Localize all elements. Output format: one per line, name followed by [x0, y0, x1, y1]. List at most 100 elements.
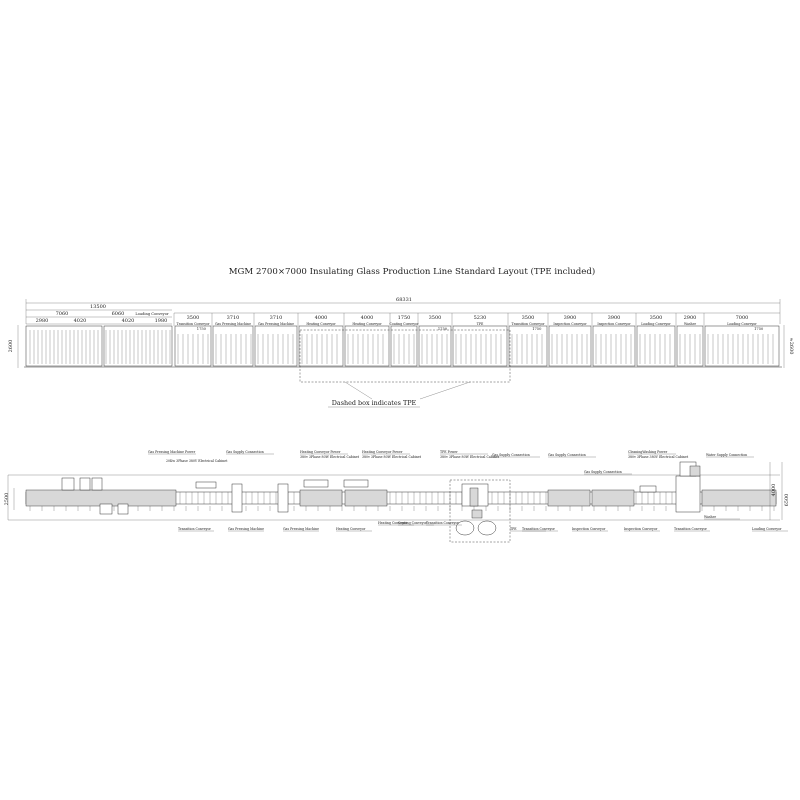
segment-width-dim: 7000 — [736, 315, 749, 321]
segment-width-dim: 5230 — [474, 315, 487, 321]
height-dim-left: 2600 — [8, 340, 14, 353]
plan-washer-cabinet — [639, 485, 657, 493]
elevation-segment — [452, 325, 508, 367]
height-dim-right: ≈2600 — [788, 338, 794, 355]
plan-dim-right-b: 6500 — [784, 494, 790, 507]
elevation-segment — [508, 325, 548, 367]
segment-width-dim: 3500 — [429, 315, 442, 321]
segment-width-dim: 3710 — [227, 315, 240, 321]
segment-width-dim: 3900 — [608, 315, 621, 321]
plan-inspection-conveyor-1 — [547, 489, 591, 507]
loading-conveyor-left-1 — [25, 325, 103, 367]
plan-top-sublabel: 380v 3Phase 380V Electrical Cabinet — [628, 455, 689, 459]
plan-bottom-label: Gas Pressing Machine — [228, 527, 264, 531]
segment-name-label: Washer — [684, 322, 696, 326]
plan-bottom-label: Gas Pressing Machine — [283, 527, 319, 531]
plan-top-label: Water Supply Connection — [706, 453, 747, 457]
plan-heating-cabinet-1 — [303, 479, 329, 488]
plan-bottom-label: Inspection Conveyor — [572, 527, 606, 531]
plan-bottom-label: Coating Conveyor — [398, 521, 427, 525]
plan-washer — [675, 475, 701, 513]
elevation-segment — [548, 325, 592, 367]
left-sub2-dim-3: 4020 — [122, 318, 135, 324]
plan-bottom-label: Loading Conveyor — [752, 527, 782, 531]
elevation-segment — [212, 325, 254, 367]
plan-top-label: Gas Supply Connection — [492, 453, 530, 457]
plan-top-label: Heating Conveyor Power — [300, 450, 341, 454]
plan-top-label: TPE Power — [440, 450, 458, 454]
plan-machine-block-2 — [79, 477, 91, 491]
plan-top-sublabel: 380v 3Phase 80W Electrical Cabinet — [362, 455, 422, 459]
plan-machine-block-1 — [61, 477, 75, 491]
plan-gas-power-cabinet — [195, 481, 217, 489]
plan-top-label: Gas Supply Connection — [548, 453, 586, 457]
plan-top-label: CleaningWashing Power — [628, 450, 668, 454]
segment-name-label: Inspection Conveyor — [553, 322, 587, 326]
left-sub-dim-2: 6060 — [112, 311, 125, 317]
left-sub2-dim-4: 1980 — [155, 318, 168, 324]
plan-bottom-label: Inspection Conveyor — [624, 527, 658, 531]
plan-dim-left: 2500 — [4, 493, 10, 506]
plan-gas-press-1 — [231, 483, 243, 513]
plan-top-label: Gas Supply Connection — [226, 450, 264, 454]
plan-machine-block-3 — [91, 477, 103, 491]
plan-tpe-head — [469, 487, 479, 507]
segment-name-label: Loading Conveyor — [727, 322, 757, 326]
left-group-dim: 13500 — [90, 304, 106, 310]
segment-sub-dim: 1750 — [532, 327, 542, 331]
plan-heating-cabinet-2 — [343, 479, 369, 488]
elevation-segment — [254, 325, 298, 367]
plan-bottom-label: TPE — [510, 527, 517, 531]
plan-bottom-label: Washer — [704, 515, 716, 519]
segment-sub-dim: 1750 — [438, 327, 448, 331]
segment-sub-dim: 1750 — [754, 327, 764, 331]
elevation-segment — [298, 325, 344, 367]
plan-top-sublabel: 380v 3Phase 80W Electrical Cabinet — [440, 455, 500, 459]
segment-name-label: Heating Conveyor — [306, 322, 336, 326]
segment-name-label: Gas Pressing Machine — [258, 322, 294, 326]
elevation-segment — [704, 325, 780, 367]
segment-name-label: Inspection Conveyor — [597, 322, 631, 326]
plan-top-label: Gas Supply Connection — [584, 470, 622, 474]
plan-tpe-drum-1 — [455, 520, 475, 536]
plan-power-sublabel: 20Kw 3Phase 380V Electrical Cabinet — [166, 459, 228, 463]
plan-view: 2500 4000 6500 Gas Pressing Machine Powe… — [4, 450, 790, 543]
elevation-segment — [636, 325, 676, 367]
segment-name-label: Heating Conveyor — [352, 322, 382, 326]
elevation-segment — [592, 325, 636, 367]
segment-name-label: Transition Conveyor — [177, 322, 210, 326]
plan-top-sublabel: 380v 3Phase 80W Electrical Cabinet — [300, 455, 360, 459]
segment-name-label: Gas Pressing Machine — [215, 322, 251, 326]
segment-width-dim: 3500 — [187, 315, 200, 321]
plan-bottom-label: Transition Conveyor — [178, 527, 211, 531]
segment-width-dim: 3710 — [270, 315, 283, 321]
left-sub2-dim-2: 4020 — [74, 318, 87, 324]
segment-name-label: Loading Conveyor — [641, 322, 671, 326]
plan-gas-press-2 — [277, 483, 289, 513]
left-sub2-dim-1: 2980 — [36, 318, 49, 324]
segment-width-dim: 3500 — [650, 315, 663, 321]
drawing-title: MGM 2700×7000 Insulating Glass Productio… — [229, 266, 595, 277]
plan-heating-conveyor-1 — [299, 489, 343, 507]
tpe-dashed-box-plan — [449, 479, 511, 543]
plan-loading-conveyor-left — [25, 489, 177, 507]
segment-width-dim: 3900 — [564, 315, 577, 321]
plan-top-label: Heating Conveyor Power — [362, 450, 403, 454]
elevation-segment — [344, 325, 390, 367]
segment-sub-dim: 1750 — [197, 327, 207, 331]
segment-width-dim: 2900 — [684, 315, 697, 321]
plan-bottom-label: Heating Conveyor — [336, 527, 366, 531]
tpe-dashed-note: Dashed box indicates TPE — [332, 399, 417, 407]
plan-washer-pump — [689, 465, 701, 477]
plan-tpe-pump — [471, 509, 483, 519]
segment-width-dim: 4000 — [315, 315, 328, 321]
plan-dim-right-a: 4000 — [771, 484, 777, 497]
total-length-dim: 68331 — [396, 297, 412, 303]
plan-loading-conveyor-right — [701, 489, 777, 507]
plan-bottom-label: Transition Conveyor — [426, 521, 459, 525]
plan-top-label: Gas Pressing Machine Power — [148, 450, 196, 454]
plan-inspection-conveyor-2 — [591, 489, 635, 507]
segment-name-label: TPE — [477, 322, 484, 326]
